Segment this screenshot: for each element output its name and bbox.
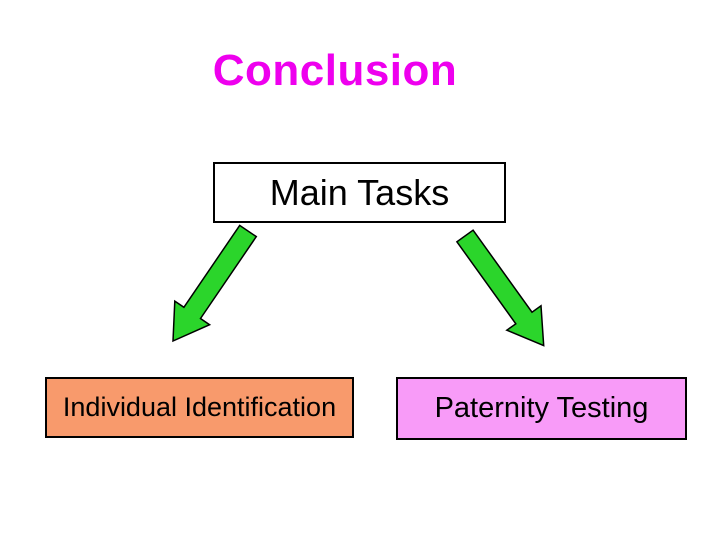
main-tasks-box: Main Tasks	[213, 162, 506, 223]
arrow-down-right-icon	[455, 229, 545, 347]
individual-identification-label: Individual Identification	[62, 392, 337, 422]
main-tasks-label: Main Tasks	[269, 171, 450, 213]
slide-title: Conclusion	[212, 46, 458, 95]
paternity-testing-label: Paternity Testing	[434, 392, 649, 424]
arrow-down-left-icon	[172, 224, 258, 343]
individual-identification-box: Individual Identification	[45, 377, 354, 438]
paternity-testing-box: Paternity Testing	[396, 377, 687, 440]
